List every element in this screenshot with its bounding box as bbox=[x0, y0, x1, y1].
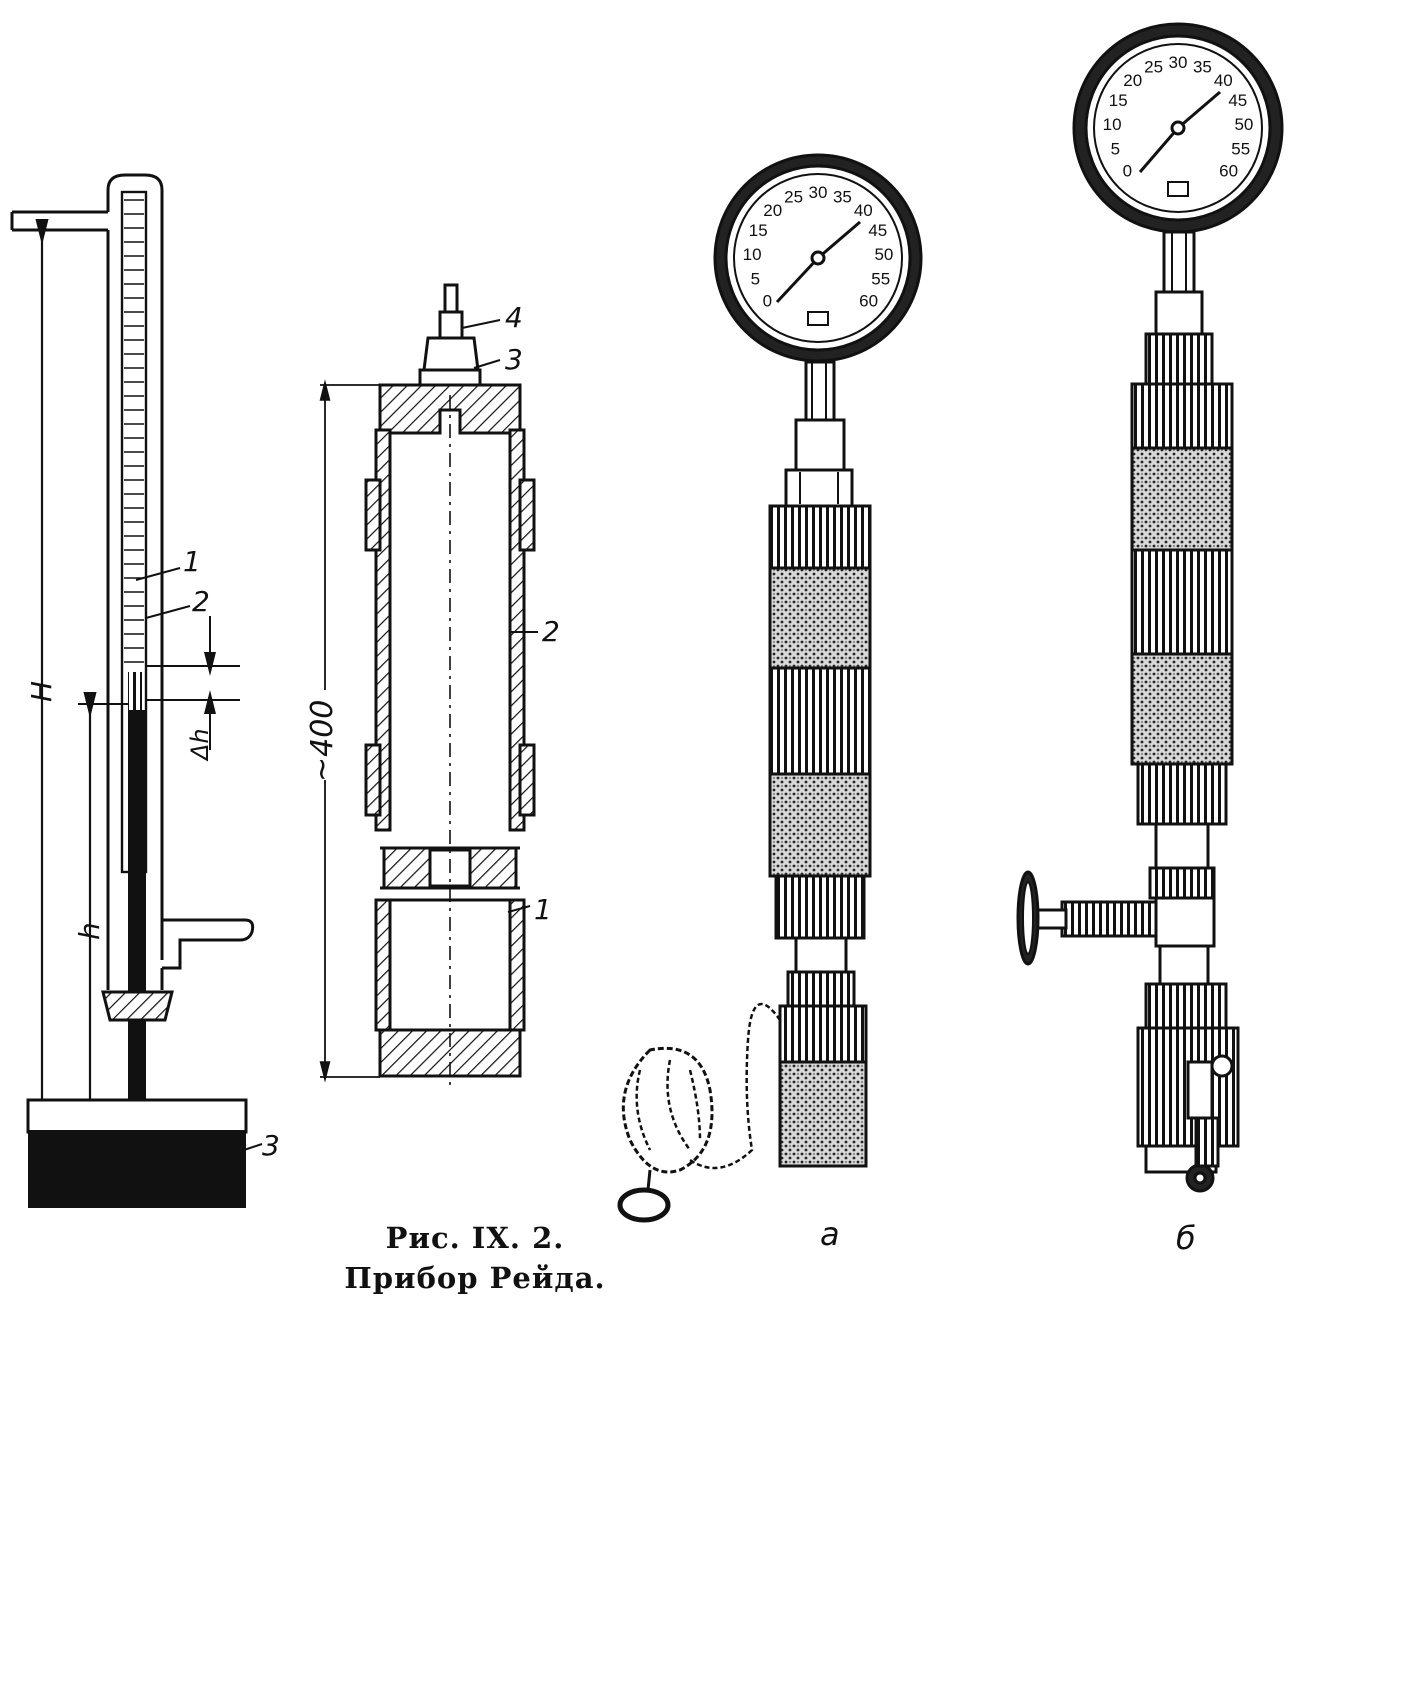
gauge-b-tick-30: 30 bbox=[1169, 53, 1188, 72]
gauge-a-tick-25: 25 bbox=[784, 188, 803, 207]
gauge-a-tick-0: 0 bbox=[763, 291, 772, 310]
label-nut-3: 3 bbox=[505, 343, 523, 376]
label-body-2: 2 bbox=[192, 585, 210, 618]
gauge-a-tick-50: 50 bbox=[874, 245, 893, 264]
label-a: а bbox=[820, 1215, 840, 1253]
gauge-b-tick-40: 40 bbox=[1214, 71, 1233, 90]
gauge-b-tick-25: 25 bbox=[1144, 58, 1163, 77]
graduation-scale bbox=[124, 199, 144, 663]
label-tube-1: 1 bbox=[183, 545, 201, 578]
label-h: h bbox=[73, 922, 106, 940]
gauge-b-tick-60: 60 bbox=[1219, 161, 1238, 180]
label-size-400: ~400 bbox=[305, 699, 340, 782]
label-bath-3: 3 bbox=[262, 1129, 280, 1162]
reid-apparatus-section bbox=[319, 283, 538, 1085]
apparatus-b bbox=[1016, 22, 1284, 1193]
caption-line-2: Прибор Рейда. bbox=[344, 1261, 606, 1295]
gauge-b-tick-45: 45 bbox=[1228, 91, 1247, 110]
caption-line-1: Рис. IX. 2. bbox=[385, 1221, 565, 1255]
gauge-b-tick-20: 20 bbox=[1123, 71, 1142, 90]
gauge-a-tick-35: 35 bbox=[833, 188, 852, 207]
figure-caption: Рис. IX. 2. Прибор Рейда. bbox=[335, 1218, 615, 1298]
gauge-b-tick-35: 35 bbox=[1193, 58, 1212, 77]
label-valve-4: 4 bbox=[505, 301, 523, 334]
gauge-a-tick-55: 55 bbox=[871, 270, 890, 289]
apparatus-a bbox=[617, 153, 923, 1223]
gauge-b-tick-10: 10 bbox=[1103, 115, 1122, 134]
label-delta-h: Δh bbox=[186, 728, 214, 760]
label-H: H bbox=[25, 680, 58, 702]
gauge-b-tick-0: 0 bbox=[1123, 161, 1132, 180]
gauge-b-tick-55: 55 bbox=[1231, 140, 1250, 159]
label-lower-1: 1 bbox=[534, 893, 552, 926]
gauge-a-tick-15: 15 bbox=[749, 221, 768, 240]
gauge-b-tick-5: 5 bbox=[1111, 140, 1120, 159]
gauge-b-tick-50: 50 bbox=[1234, 115, 1253, 134]
gauge-a-tick-5: 5 bbox=[751, 270, 760, 289]
manometer-diagram bbox=[10, 173, 263, 1208]
gauge-b-tick-15: 15 bbox=[1109, 91, 1128, 110]
gauge-a-tick-40: 40 bbox=[854, 201, 873, 220]
label-b: б bbox=[1176, 1219, 1196, 1257]
gauge-a-tick-60: 60 bbox=[859, 291, 878, 310]
gauge-a-tick-30: 30 bbox=[809, 183, 828, 202]
gauge-a-tick-10: 10 bbox=[743, 245, 762, 264]
gauge-a-tick-45: 45 bbox=[868, 221, 887, 240]
gauge-a-tick-20: 20 bbox=[763, 201, 782, 220]
label-upper-2: 2 bbox=[542, 615, 560, 648]
